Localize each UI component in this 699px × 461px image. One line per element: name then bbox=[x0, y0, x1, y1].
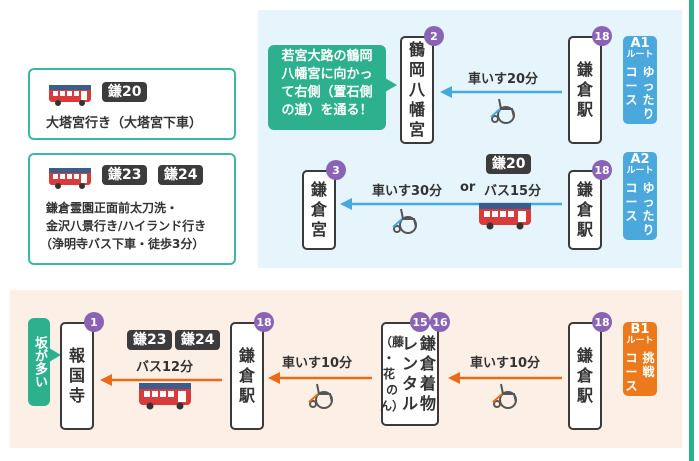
legend-bus-kama23-24: 鎌23 鎌24 鎌倉霊園正面前太刀洗・ 金沢八景行き/ハイランド行き （浄明寺バ… bbox=[28, 153, 236, 265]
bus-icon bbox=[49, 168, 91, 189]
bus-line-tag: 鎌23 bbox=[102, 165, 148, 185]
callout-pointer bbox=[385, 78, 397, 92]
segment-label: 車いす10分 bbox=[282, 356, 353, 371]
spot-number-badge: 18 bbox=[592, 160, 612, 180]
route-note-callout: 若宮大路の鶴岡八幡宮に向かっ て右側（置石側の道）を通る！ bbox=[268, 45, 386, 130]
spot-number-badge: 2 bbox=[424, 26, 444, 46]
station-kamakura: 鎌倉 駅 bbox=[568, 36, 602, 144]
direction-arrow bbox=[440, 86, 562, 98]
bus-line-tag: 鎌20 bbox=[486, 154, 532, 174]
station-tsurugaoka-hachimangu: 鶴岡 八幡 宮 bbox=[400, 36, 434, 144]
spot-number-badge: 18 bbox=[592, 26, 612, 46]
wheelchair-icon bbox=[492, 383, 517, 409]
side-accent-bar bbox=[689, 0, 694, 461]
bus-line-tag: 鎌20 bbox=[102, 82, 148, 102]
bus-line-tag: 鎌24 bbox=[175, 330, 221, 350]
bus-line-tag: 鎌24 bbox=[158, 165, 204, 185]
bus-destination-text: 大塔宮行き（大塔宮下車） bbox=[46, 116, 203, 131]
station-kamakura: 鎌倉 駅 bbox=[568, 322, 602, 430]
legend-bus-kama20: 鎌20 大塔宮行き（大塔宮下車） bbox=[28, 68, 236, 140]
bus-line-tag: 鎌23 bbox=[127, 330, 173, 350]
bus-destination-line: 鎌倉霊園正面前太刀洗・ bbox=[46, 201, 179, 215]
segment-label: バス15分 bbox=[484, 184, 542, 199]
spot-number-badge: 16 bbox=[430, 312, 450, 332]
direction-arrow bbox=[268, 372, 372, 384]
bus-icon bbox=[49, 85, 91, 106]
bus-icon bbox=[139, 383, 191, 410]
bus-icon bbox=[479, 203, 531, 230]
station-kamakura: 鎌倉 駅 bbox=[568, 170, 602, 250]
station-kamakura: 鎌倉 駅 bbox=[230, 322, 264, 430]
spot-number-badge: 1 bbox=[84, 312, 104, 332]
wheelchair-icon bbox=[490, 98, 515, 124]
spot-number-badge: 18 bbox=[592, 312, 612, 332]
spot-number-badge: 3 bbox=[326, 160, 346, 180]
station-kamakura-gu: 鎌倉 宮 bbox=[302, 170, 336, 250]
slope-callout: 坂が多い bbox=[28, 318, 50, 406]
bus-destination-line: （浄明寺バス下車・徒歩3分） bbox=[40, 237, 205, 251]
segment-label: 車いす10分 bbox=[470, 356, 541, 371]
wheelchair-icon bbox=[392, 208, 417, 234]
segment-label: バス12分 bbox=[136, 360, 194, 375]
segment-or-label: or bbox=[460, 180, 476, 195]
callout-pointer bbox=[49, 348, 61, 362]
direction-arrow bbox=[448, 372, 562, 384]
segment-label: 車いす30分 bbox=[372, 184, 443, 199]
direction-arrow bbox=[100, 374, 222, 386]
station-kimono-rental: （藤・花 のん） レン タル 鎌倉 着物 bbox=[380, 322, 439, 426]
spot-number-badge: 18 bbox=[254, 312, 274, 332]
wheelchair-icon bbox=[308, 383, 333, 409]
spot-number-badge: 15 bbox=[410, 312, 430, 332]
bus-destination-line: 金沢八景行き/ハイランド行き bbox=[46, 219, 207, 233]
station-hokokuji: 報国 寺 bbox=[60, 322, 94, 430]
segment-label: 車いす20分 bbox=[468, 72, 539, 87]
